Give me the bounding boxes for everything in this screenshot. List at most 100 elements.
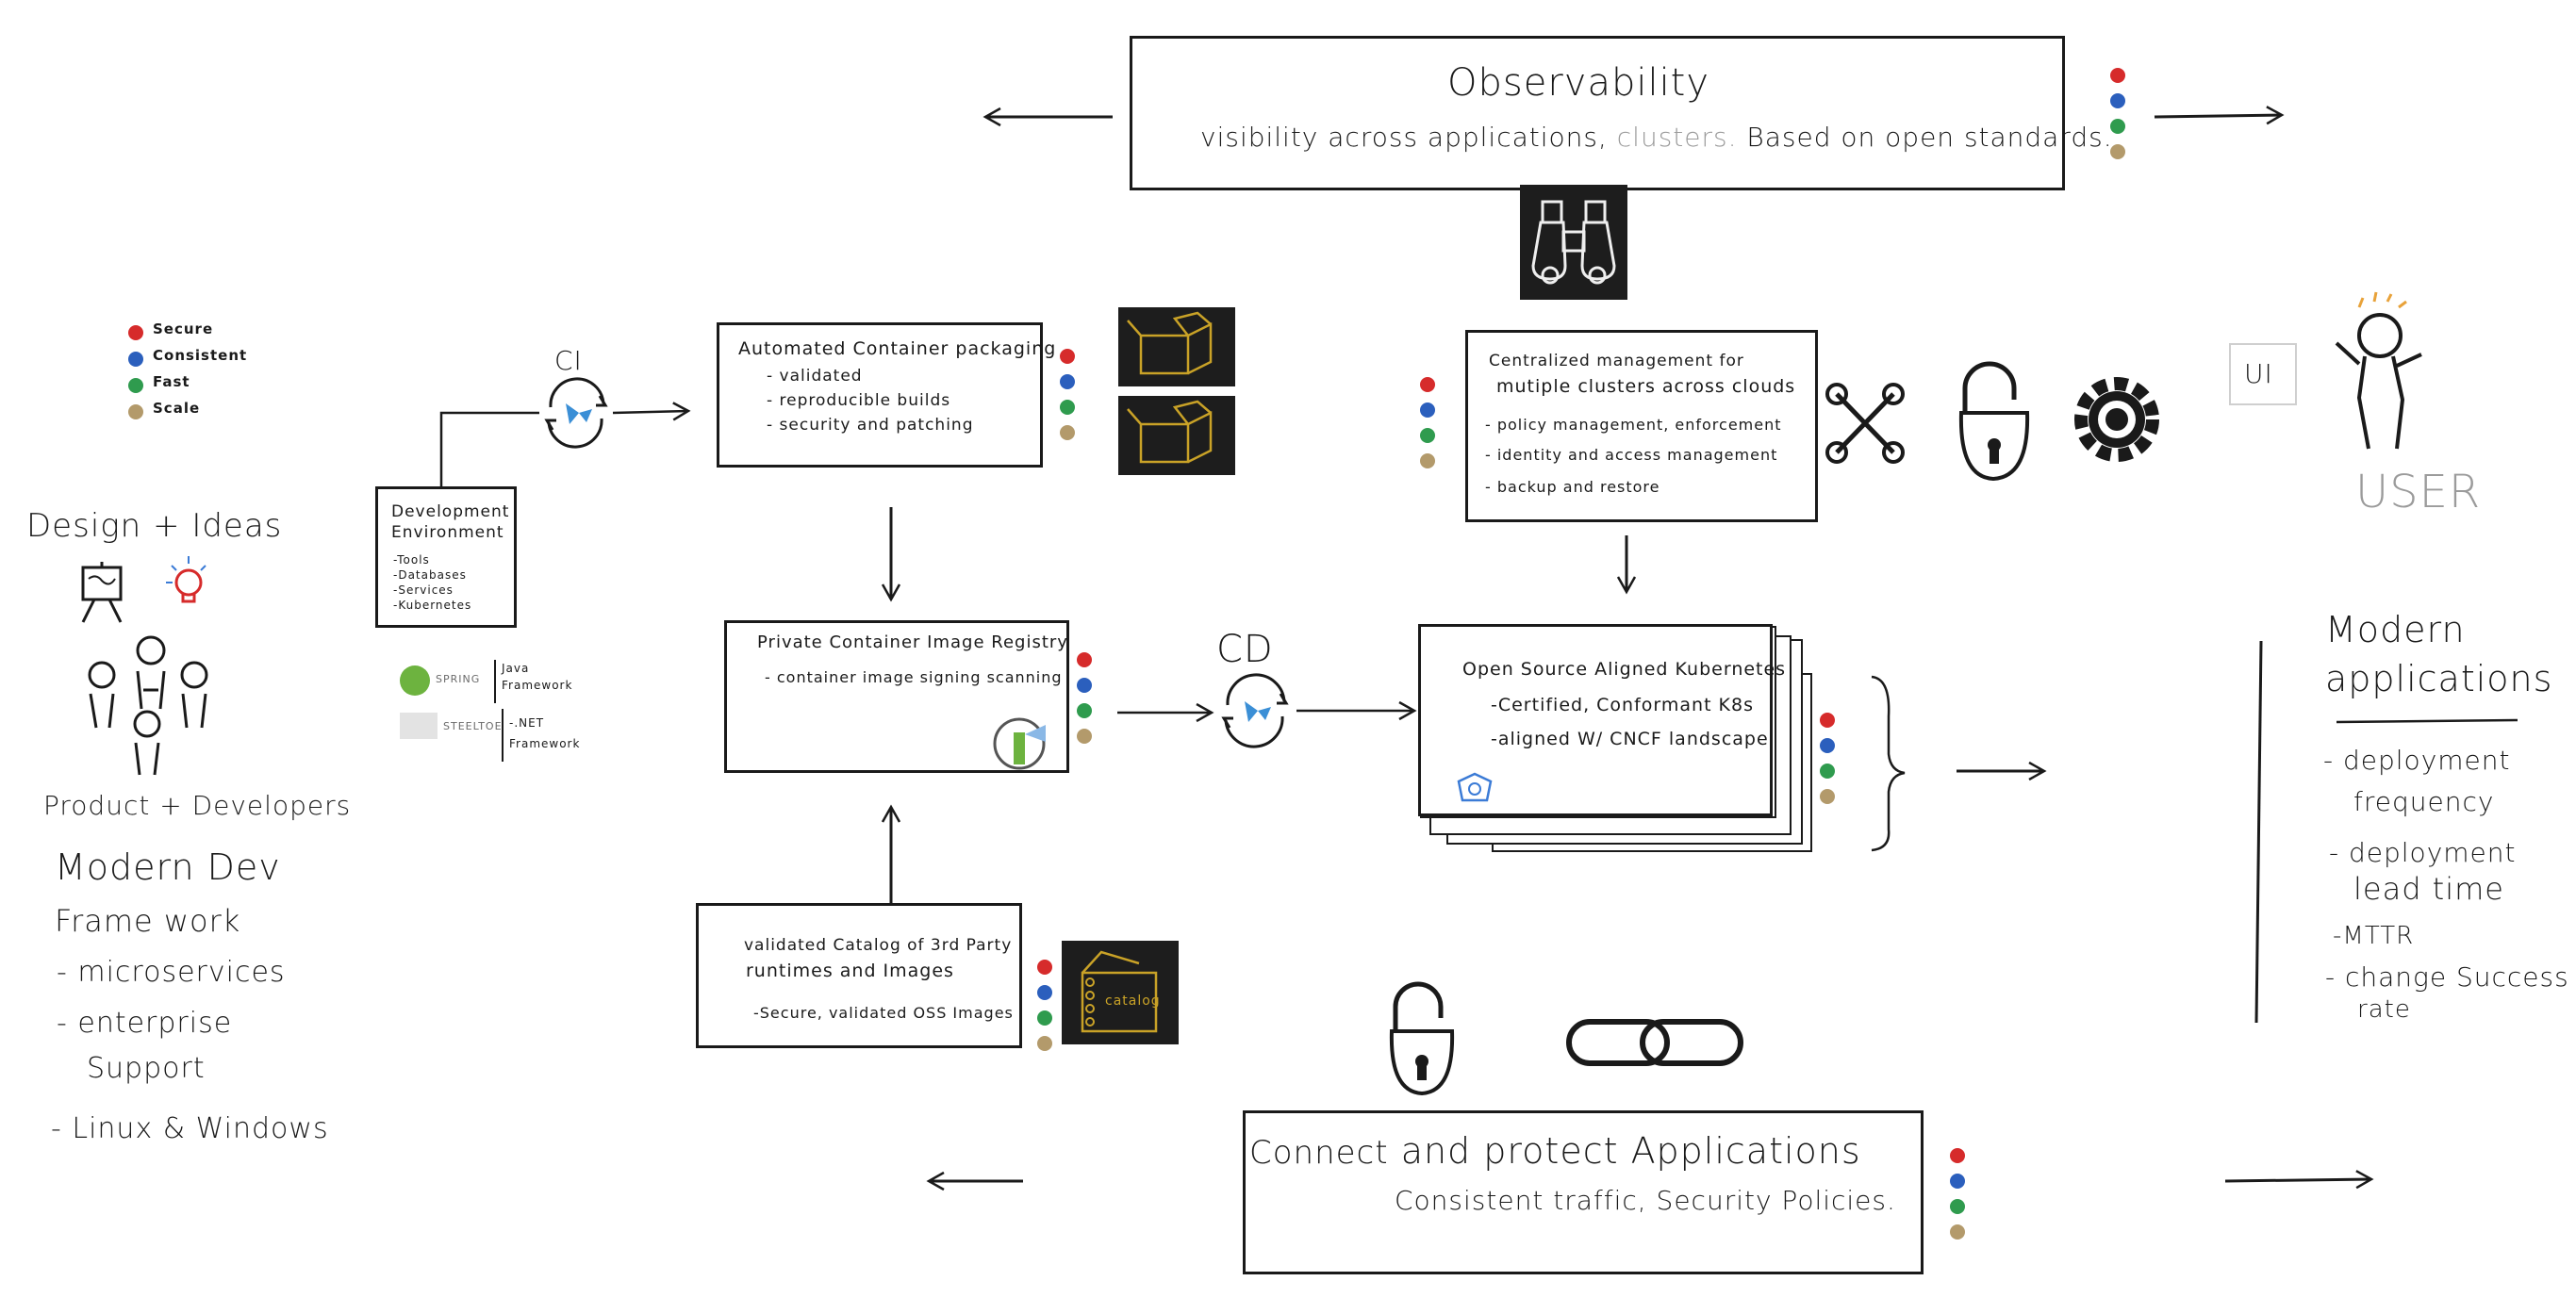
modern-apps-item-lead-time: lead time: [2353, 871, 2504, 907]
registry-dots: [1077, 652, 1094, 754]
design-ideas-label: Design + Ideas: [26, 507, 283, 545]
dev-env-title-2: Environment: [391, 523, 504, 542]
dot-consistent: [1060, 374, 1075, 389]
catalog-dots: [1037, 960, 1054, 1061]
left-item-linux-windows: - Linux & Windows: [51, 1112, 329, 1145]
connect-title: Connect and protect Applications: [1249, 1130, 1861, 1172]
modern-apps-item-rate: rate: [2357, 995, 2411, 1024]
line-devenv-ci: [439, 411, 539, 490]
registry-title: Private Container Image Registry: [757, 632, 1068, 652]
packaging-item-validated: - validated: [767, 367, 863, 386]
harbor-lighthouse-icon: [993, 714, 1049, 770]
dot-secure: [1420, 377, 1435, 392]
spring-divider: [494, 660, 496, 703]
connect-subtitle: Consistent traffic, Security Policies.: [1395, 1185, 1896, 1216]
easel-icon: [74, 562, 130, 623]
observability-subtitle: visibility across applications, clusters…: [1200, 122, 2113, 153]
legend-label-fast: Fast: [153, 373, 190, 390]
registry-item-signing: - container image signing scanning: [765, 668, 1063, 686]
divider-vertical: [2254, 640, 2263, 1024]
steeltoe-desc-2: Framework: [509, 737, 581, 750]
dot-fast: [1420, 428, 1435, 443]
observability-dots: [2110, 68, 2127, 170]
observability-subtitle-b: clusters.: [1616, 122, 1738, 153]
container-box-icon-2: [1118, 396, 1235, 475]
ui-label: UI: [2244, 358, 2273, 389]
padlock-open-icon-2: [1382, 975, 1461, 1099]
spring-logo-text: SPRING: [436, 673, 481, 685]
connect-dots: [1950, 1148, 1967, 1250]
container-box-icon: [1118, 307, 1235, 386]
dot-consistent: [2110, 93, 2125, 108]
dot-consistent: [1077, 678, 1092, 693]
dev-env-item-kubernetes: -Kubernetes: [393, 599, 472, 612]
ui-screen-icon[interactable]: UI: [2229, 343, 2297, 405]
developers-group-icon: [74, 633, 224, 777]
container-packaging-box: Automated Container packaging - validate…: [717, 322, 1055, 468]
dev-env-item-tools: -Tools: [393, 553, 430, 567]
steeltoe-logo-text: STEELTOE: [443, 720, 503, 732]
catalog-icon-label: catalog: [1105, 994, 1161, 1009]
dot-secure: [1060, 349, 1075, 364]
modern-apps-item-mttr: -MTTR: [2333, 922, 2415, 950]
dot-secure: [1037, 960, 1052, 975]
modern-apps-item-deployment-1: - deployment: [2323, 745, 2511, 776]
dot-fast: [1077, 703, 1092, 718]
central-item-identity: - identity and access management: [1485, 446, 1778, 464]
brace: [1871, 675, 1906, 852]
modern-dev-title: Modern Dev: [55, 846, 281, 888]
catalog-icon: catalog: [1062, 941, 1179, 1044]
dot-fast: [1950, 1199, 1965, 1214]
user-label: USER: [2355, 466, 2482, 518]
modern-apps-item-frequency: frequency: [2353, 786, 2495, 817]
spring-framework-row: SPRING Java Framework: [400, 660, 571, 703]
packaging-item-security: - security and patching: [767, 416, 974, 435]
catalog-item-secure: -Secure, validated OSS Images: [753, 1004, 1014, 1022]
modern-apps-item-change-success: - change Success: [2325, 961, 2569, 993]
dot-consistent: [1037, 985, 1052, 1000]
legend-item-consistent: Consistent: [128, 347, 279, 371]
dot-fast: [1820, 764, 1835, 779]
packaging-title: Automated Container packaging: [738, 338, 1057, 359]
dot-secure: [2110, 68, 2125, 83]
padlock-open-icon: [1952, 354, 2037, 486]
observability-box: Observability visibility across applicat…: [1130, 36, 2112, 190]
modern-apps-title-1: Modern: [2325, 609, 2466, 650]
underline-modern-apps: [2336, 718, 2518, 724]
dot-fast: [2110, 119, 2125, 134]
dot-scale: [1060, 425, 1075, 440]
user-figure-icon: [2331, 288, 2435, 458]
legend-dot-secure: [128, 325, 143, 340]
central-item-backup: - backup and restore: [1485, 478, 1660, 496]
observability-title: Observability: [1447, 61, 1710, 105]
k8s-box: Open Source Aligned Kubernetes -Certifie…: [1418, 624, 1785, 816]
k8s-title: Open Source Aligned Kubernetes: [1462, 659, 1787, 680]
arrow-ci-packaging: [612, 402, 691, 421]
dot-scale: [1077, 729, 1092, 744]
central-dots: [1420, 377, 1437, 479]
dot-secure: [1950, 1148, 1965, 1163]
dot-scale: [1950, 1224, 1965, 1240]
packaging-item-reproducible: - reproducible builds: [767, 391, 951, 410]
legend-label-consistent: Consistent: [153, 347, 248, 364]
left-item-support: Support: [87, 1052, 206, 1085]
dot-consistent: [1820, 738, 1835, 753]
idea-lightbulb-icon: [160, 554, 217, 611]
legend-label-scale: Scale: [153, 400, 201, 417]
dot-consistent: [1950, 1174, 1965, 1189]
modern-apps-title-2: applications: [2325, 658, 2553, 699]
legend-dot-consistent: [128, 352, 143, 367]
dev-environment-box: Development Environment -Tools -Database…: [375, 486, 517, 628]
dot-scale: [2110, 144, 2125, 159]
dot-scale: [1420, 453, 1435, 468]
connect-protect-box: Connect and protect Applications Consist…: [1243, 1110, 1924, 1274]
framework-label: Frame work: [55, 903, 241, 939]
wrench-tools-icon: [1822, 381, 1908, 466]
dot-scale: [1037, 1036, 1052, 1051]
legend-item-fast: Fast: [128, 373, 279, 398]
product-developers-label: Product + Developers: [43, 790, 352, 821]
left-item-microservices: - microservices: [57, 956, 286, 989]
steeltoe-divider: [502, 709, 504, 762]
connect-title-a: Connect: [1249, 1134, 1389, 1172]
legend-item-scale: Scale: [128, 400, 279, 424]
